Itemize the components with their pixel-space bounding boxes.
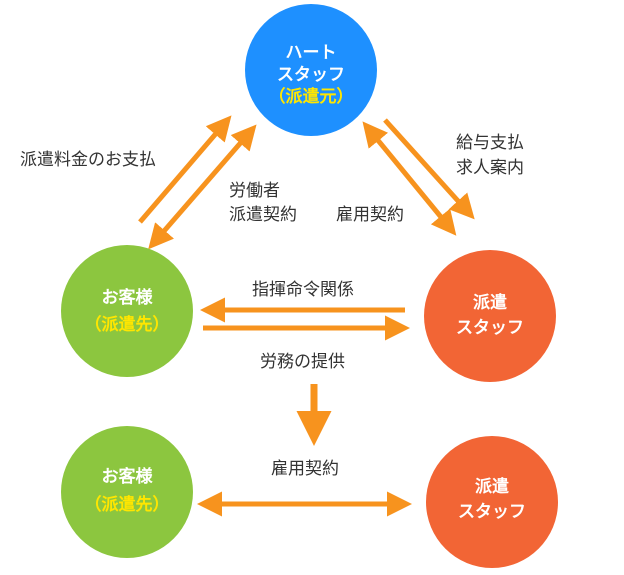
node-client-bottom-line1: お客様: [102, 466, 154, 487]
label-recruit: 求人案内: [456, 158, 524, 178]
label-employment-top: 雇用契約: [336, 205, 404, 225]
node-client-top: お客様 （派遣先）: [61, 245, 193, 377]
node-staff-bottom-line2: スタッフ: [458, 502, 526, 522]
arrow-worker-dispatch: [148, 124, 257, 250]
node-haato-line3: （派遣元）: [269, 86, 354, 107]
label-employment-bottom: 雇用契約: [271, 459, 339, 479]
label-command: 指揮命令関係: [252, 280, 354, 300]
node-staff-top-line1: 派遣: [473, 292, 507, 313]
node-client-bottom-line2: （派遣先）: [85, 494, 170, 515]
label-worker-dispatch-2: 派遣契約: [229, 205, 297, 225]
label-labor: 労務の提供: [260, 352, 345, 372]
node-staff-top: 派遣 スタッフ: [424, 250, 556, 382]
node-haato-line2: スタッフ: [277, 65, 345, 85]
label-fee-payment: 派遣料金のお支払: [20, 150, 156, 170]
node-client-top-line1: お客様: [102, 287, 154, 308]
arrow-salary: [383, 118, 475, 220]
label-salary: 給与支払: [456, 133, 524, 153]
node-client-top-line2: （派遣先）: [85, 314, 170, 335]
node-client-bottom: お客様 （派遣先）: [61, 426, 193, 558]
node-staff-bottom: 派遣 スタッフ: [426, 436, 558, 568]
arrow-employment-top: [362, 121, 457, 236]
node-haato-line1: ハート: [286, 43, 337, 63]
node-haato-staff: ハート スタッフ （派遣元）: [245, 4, 377, 136]
node-staff-top-line2: スタッフ: [456, 318, 524, 338]
label-worker-dispatch-1: 労働者: [229, 181, 280, 201]
node-staff-bottom-line1: 派遣: [475, 476, 509, 497]
